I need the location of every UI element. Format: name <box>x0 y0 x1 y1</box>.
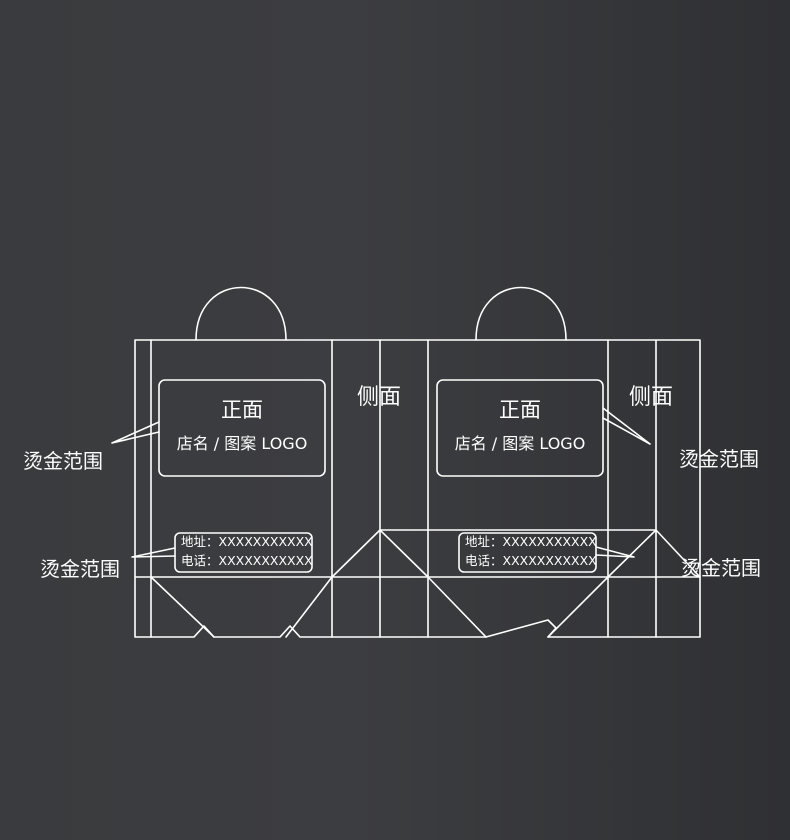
contact-box-2 <box>458 532 597 573</box>
gilding-area-label-left-bottom: 烫金范围 <box>40 557 120 581</box>
callout-pointer-left-bottom <box>131 547 176 558</box>
contact-box-1 <box>174 532 313 573</box>
phone-line-1: 电话：XXXXXXXXXXX <box>181 553 313 568</box>
front-info-box-2 <box>436 379 604 477</box>
handle-left <box>195 286 287 341</box>
callout-pointer-left-top <box>111 421 160 444</box>
gilding-area-label-right-bottom: 烫金范围 <box>681 556 761 580</box>
front-subtitle-1: 店名 / 图案 LOGO <box>176 434 308 453</box>
phone-line-2: 电话：XXXXXXXXXXX <box>465 553 597 568</box>
callout-pointer-right-top <box>602 407 651 445</box>
gilding-area-label-right-top: 烫金范围 <box>679 447 759 471</box>
bottom-gusset-diagonals-2 <box>547 529 701 638</box>
dieline-outline <box>134 339 701 638</box>
address-line-1: 地址：XXXXXXXXXXX <box>181 534 313 549</box>
handle-right <box>475 286 567 341</box>
gilding-area-label-left-top: 烫金范围 <box>23 449 103 473</box>
front-title-2: 正面 <box>499 398 541 422</box>
front-title-1: 正面 <box>221 398 263 422</box>
front-subtitle-2: 店名 / 图案 LOGO <box>454 434 586 453</box>
address-line-2: 地址：XXXXXXXXXXX <box>465 534 597 549</box>
side-label-1: 侧面 <box>357 385 402 410</box>
bottom-gusset-diagonals-1 <box>150 529 487 638</box>
side-label-2: 侧面 <box>629 385 674 410</box>
callout-pointer-right-bottom <box>595 546 635 558</box>
front-info-box-1 <box>158 379 326 477</box>
